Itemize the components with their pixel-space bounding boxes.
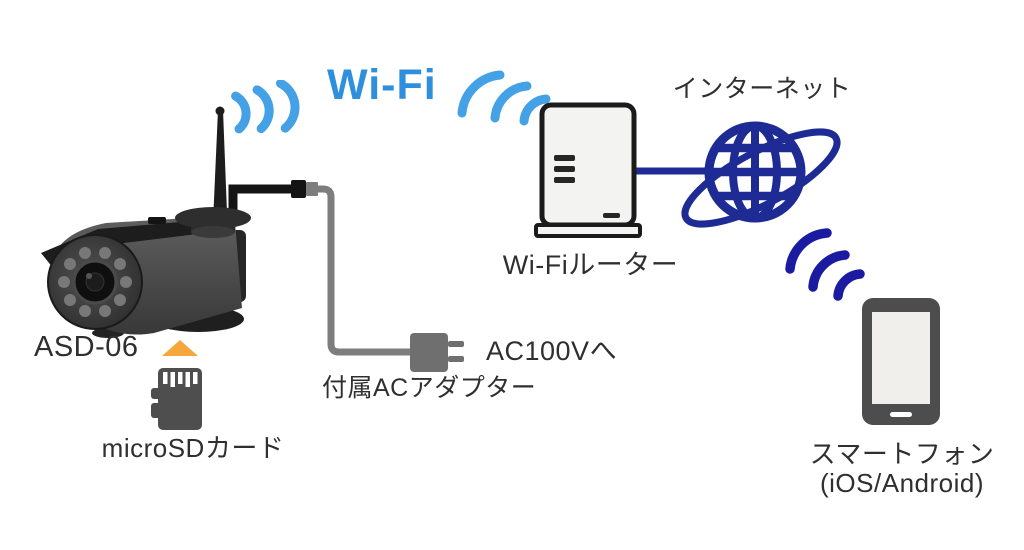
router-label: Wi-Fiルーター <box>502 250 679 280</box>
smartphone-label: スマートフォン <box>809 439 995 469</box>
smartphone-wifi-waves-icon <box>785 228 865 301</box>
sd-insert-arrow-icon <box>162 340 198 356</box>
security-camera-icon <box>41 106 251 338</box>
internet-globe-icon <box>681 121 841 228</box>
camera-sunshield <box>41 218 230 279</box>
microsd-label: microSDカード <box>101 433 285 463</box>
smartphone-os-label: (iOS/Android) <box>820 468 984 498</box>
smartphone-icon <box>862 298 940 425</box>
camera-model-label: ASD-06 <box>34 331 139 363</box>
ir-led-ring <box>58 247 132 317</box>
wifi-waves-incoming-icon <box>457 70 551 126</box>
cable-connector-black <box>291 180 306 198</box>
ac-adapter-plug-icon <box>410 333 464 372</box>
wifi-waves-outgoing-icon <box>231 80 300 134</box>
cable-connector-gray <box>306 182 318 196</box>
plug-prong <box>448 341 464 347</box>
outlet-label: AC100Vへ <box>486 336 618 366</box>
power-cable <box>317 185 411 356</box>
microsd-card-icon <box>151 340 202 430</box>
sd-card-pins <box>163 372 198 387</box>
ac-adapter-label: 付属ACアダプター <box>322 374 537 402</box>
wifi-label: Wi-Fi <box>327 61 437 109</box>
internet-label: インターネット <box>672 75 852 103</box>
smartphone-screen <box>872 312 930 404</box>
camera-lens-assembly <box>47 234 143 330</box>
smartphone-home-button <box>890 412 912 417</box>
router-indicator-dashes <box>554 155 620 218</box>
globe-orbit-ring <box>681 128 841 228</box>
wifi-router-icon <box>534 102 642 238</box>
camera-power-pigtail-cable <box>228 180 318 213</box>
camera-mount-plate <box>175 207 251 238</box>
plug-prong <box>448 356 464 362</box>
router-base <box>534 223 642 238</box>
